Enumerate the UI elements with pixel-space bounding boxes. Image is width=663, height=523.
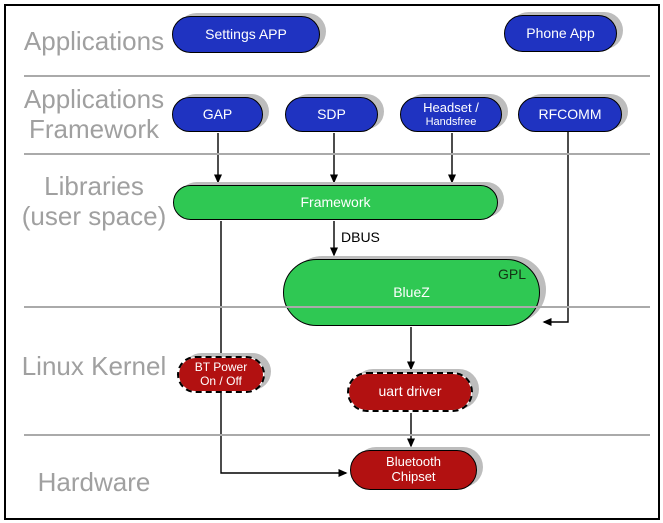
node-framework: Framework: [173, 185, 498, 220]
node-label: uart driver: [378, 383, 442, 400]
dbus-label: DBUS: [341, 229, 380, 245]
node-label: SDP: [317, 105, 346, 122]
node-label: GAP: [202, 105, 233, 122]
node-label: BT Power: [194, 360, 248, 375]
node-label: On / Off: [200, 373, 242, 388]
layer-label-line: Applications: [23, 84, 165, 114]
node-label: Headset /: [423, 100, 479, 116]
node-label: RFCOMM: [538, 105, 602, 122]
node-sdp: SDP: [285, 97, 378, 132]
node-label: Phone App: [526, 24, 595, 41]
arrow-rfcomm-to-bluez: [542, 132, 569, 326]
node-label: Framework: [300, 193, 371, 210]
layer-label-line: Hardware: [37, 467, 151, 497]
node-gap: GAP: [172, 97, 263, 132]
node-label: Chipset: [391, 469, 436, 484]
layer-label-linux-kernel: Linux Kernel: [2, 351, 186, 381]
layer-divider-4: [24, 434, 650, 436]
node-bluetooth-chipset: Bluetooth Chipset: [350, 450, 477, 490]
node-label: Bluetooth: [386, 454, 441, 470]
layer-label-hardware: Hardware: [2, 467, 186, 497]
node-label: Settings APP: [205, 25, 287, 42]
layer-label-libraries: Libraries (user space): [2, 171, 186, 231]
layer-label-line: (user space): [21, 201, 167, 231]
node-bluez: BlueZ GPL: [283, 259, 540, 326]
gpl-badge: GPL: [497, 266, 526, 282]
arrow-framework-via-bt-power-to-chipset: [220, 221, 348, 477]
node-phone-app: Phone App: [504, 15, 617, 52]
layer-label-line: Libraries: [44, 171, 144, 201]
node-settings-app: Settings APP: [172, 16, 320, 53]
layer-label-applications-framework: Applications Framework: [2, 84, 186, 144]
layer-divider-1: [24, 75, 650, 77]
node-rfcomm: RFCOMM: [518, 97, 622, 132]
node-uart-driver: uart driver: [347, 372, 473, 412]
layer-label-line: Applications: [23, 26, 165, 56]
node-label: BlueZ: [393, 283, 430, 300]
node-label: Handsfree: [425, 115, 477, 128]
node-bt-power: BT Power On / Off: [177, 356, 265, 393]
layer-label-line: Framework: [28, 114, 159, 144]
node-headset-handsfree: Headset / Handsfree: [400, 97, 502, 132]
layer-label-applications: Applications: [2, 26, 186, 56]
layer-label-line: Linux Kernel: [21, 351, 167, 381]
layer-divider-3: [24, 306, 650, 308]
layer-divider-2: [24, 153, 650, 155]
